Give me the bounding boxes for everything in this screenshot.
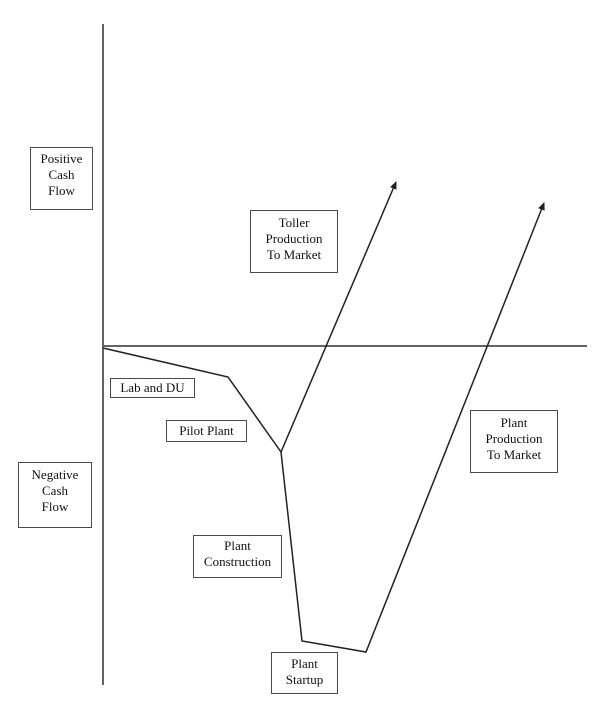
label-line: Positive bbox=[40, 151, 83, 166]
cash-flow-curve bbox=[102, 202, 545, 653]
label-line: To Market bbox=[266, 247, 322, 262]
label-line: Production bbox=[485, 431, 543, 446]
label-line: Construction bbox=[203, 554, 272, 569]
label-line: Pilot Plant bbox=[179, 423, 234, 438]
label-line: Flow bbox=[41, 499, 69, 514]
label-box-pilot-plant: Pilot Plant bbox=[166, 420, 247, 442]
label-line: Plant bbox=[291, 656, 318, 671]
label-line: Plant bbox=[500, 415, 528, 430]
label-line: Toller bbox=[278, 215, 310, 230]
label-box-toller-production-to-market: Toller Production To Market bbox=[250, 210, 338, 273]
label-line: To Market bbox=[486, 447, 542, 462]
label-box-plant-production-to-market: Plant Production To Market bbox=[470, 410, 558, 473]
label-line: Cash bbox=[42, 483, 68, 498]
toller-branch-arrow bbox=[280, 181, 397, 453]
label-line: Flow bbox=[48, 183, 75, 198]
label-line: Plant bbox=[224, 538, 251, 553]
label-box-positive-cash-flow: Positive Cash Flow bbox=[30, 147, 93, 210]
label-line: Negative bbox=[31, 467, 79, 482]
label-box-plant-construction: Plant Construction bbox=[193, 535, 282, 578]
label-box-negative-cash-flow: Negative Cash Flow bbox=[18, 462, 92, 528]
label-line: Production bbox=[265, 231, 323, 246]
label-line: Lab and DU bbox=[120, 380, 185, 395]
label-box-lab-and-du: Lab and DU bbox=[110, 378, 195, 398]
label-box-plant-startup: Plant Startup bbox=[271, 652, 338, 694]
label-line: Startup bbox=[285, 672, 324, 687]
label-line: Cash bbox=[48, 167, 75, 182]
